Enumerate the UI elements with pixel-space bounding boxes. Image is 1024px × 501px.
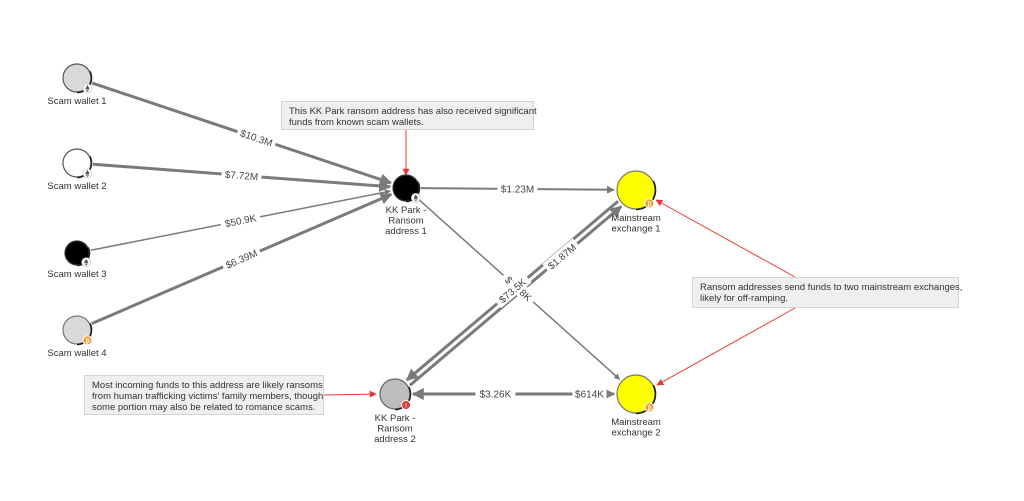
node-label-line: KK Park - — [375, 413, 416, 424]
edge-label: $614K — [575, 390, 604, 401]
bitcoin-icon — [82, 335, 93, 346]
edge-label-group: $614K — [572, 387, 607, 401]
node-scam4[interactable]: ₿ Scam wallet 4 — [47, 315, 107, 359]
annotation-line: some portion may also be related to roma… — [92, 402, 316, 413]
node-scam3[interactable]: Scam wallet 3 — [47, 240, 107, 280]
ethereum-icon — [85, 84, 90, 92]
annotation-line: funds from known scam wallets. — [289, 117, 424, 128]
annotation-line: Most incoming funds to this address are … — [92, 380, 323, 391]
ethereum-icon — [84, 258, 89, 266]
edge-label-bg — [572, 387, 607, 400]
edge-label: $50.9K — [224, 213, 258, 230]
edge-label: $1.23M — [501, 184, 534, 195]
node-label-line: exchange 2 — [611, 428, 660, 439]
annotation-arrow — [655, 199, 796, 278]
node-label-line: KK Park - — [386, 205, 427, 216]
edge-label-group: $3.26K — [475, 387, 516, 401]
node-label-line: Scam wallet 2 — [47, 181, 106, 192]
node-label: Scam wallet 3 — [47, 269, 106, 280]
edge-label-bg — [220, 244, 263, 273]
edge-label-group: $6.39M — [220, 244, 263, 273]
ethereum-icon — [85, 169, 90, 177]
bitcoin-glyph: ₿ — [85, 338, 90, 345]
bitcoin-glyph: ₿ — [647, 201, 652, 208]
edge-label-group: $7.72M — [221, 167, 262, 183]
annotation-line: from human trafficking victims' family m… — [92, 391, 324, 402]
annotation-ransom-address-1: This KK Park ransom address has also rec… — [281, 101, 537, 130]
ethereum-icon — [413, 194, 418, 202]
node-label-line: Scam wallet 3 — [47, 269, 106, 280]
edge-ransom2-to-ex1[interactable] — [408, 205, 623, 387]
node-label-line: Ransom — [388, 216, 423, 227]
edge-label-bg — [221, 167, 262, 183]
node-label-line: Ransom — [377, 424, 412, 435]
node-label-line: Scam wallet 4 — [47, 348, 106, 359]
annotation-line: Ransom addresses send funds to two mains… — [700, 282, 963, 293]
edge-label-bg — [475, 387, 516, 400]
annotation-arrow — [323, 390, 377, 398]
edge-label-group: $1.87M — [542, 238, 582, 275]
edge-label-bg — [492, 272, 532, 309]
node-label-line: Mainstream — [611, 417, 661, 428]
node-label-line: Scam wallet 1 — [47, 96, 106, 107]
node-label-line: exchange 1 — [611, 224, 660, 235]
annotation-exchanges: Ransom addresses send funds to two mains… — [692, 277, 963, 308]
annotation-ransom-address-2: Most incoming funds to this address are … — [84, 375, 324, 415]
node-label: Scam wallet 2 — [47, 181, 106, 192]
edge-label: $7.72M — [224, 170, 258, 183]
alert-icon — [401, 400, 411, 410]
alert-glyph: ! — [405, 404, 407, 410]
annotation-arrow — [656, 307, 796, 386]
annotation-line: likely for off-ramping. — [700, 293, 788, 304]
edge-label-group: $50.9K — [219, 209, 262, 231]
edge-label-group: $10.3M — [235, 125, 278, 151]
edge-label-bg — [235, 125, 278, 151]
node-label: Scam wallet 1 — [47, 96, 106, 107]
bitcoin-icon — [644, 402, 655, 413]
node-scam2[interactable]: Scam wallet 2 — [47, 148, 107, 192]
edge-label-bg — [219, 209, 262, 231]
bitcoin-glyph: ₿ — [647, 405, 652, 412]
annotation-line: This KK Park ransom address has also rec… — [289, 106, 537, 117]
edge-label-bg — [497, 181, 538, 196]
node-label-line: address 2 — [374, 434, 416, 445]
edge-label-bg — [542, 238, 582, 275]
node-label: Scam wallet 4 — [47, 348, 106, 359]
edge-label: $3.26K — [480, 390, 512, 401]
bitcoin-icon — [644, 198, 655, 209]
node-scam1[interactable]: Scam wallet 1 — [47, 63, 107, 107]
node-label-line: address 1 — [385, 226, 427, 237]
node-label-line: Mainstream — [611, 213, 661, 224]
edge-label-group: $1.23M — [497, 181, 538, 196]
